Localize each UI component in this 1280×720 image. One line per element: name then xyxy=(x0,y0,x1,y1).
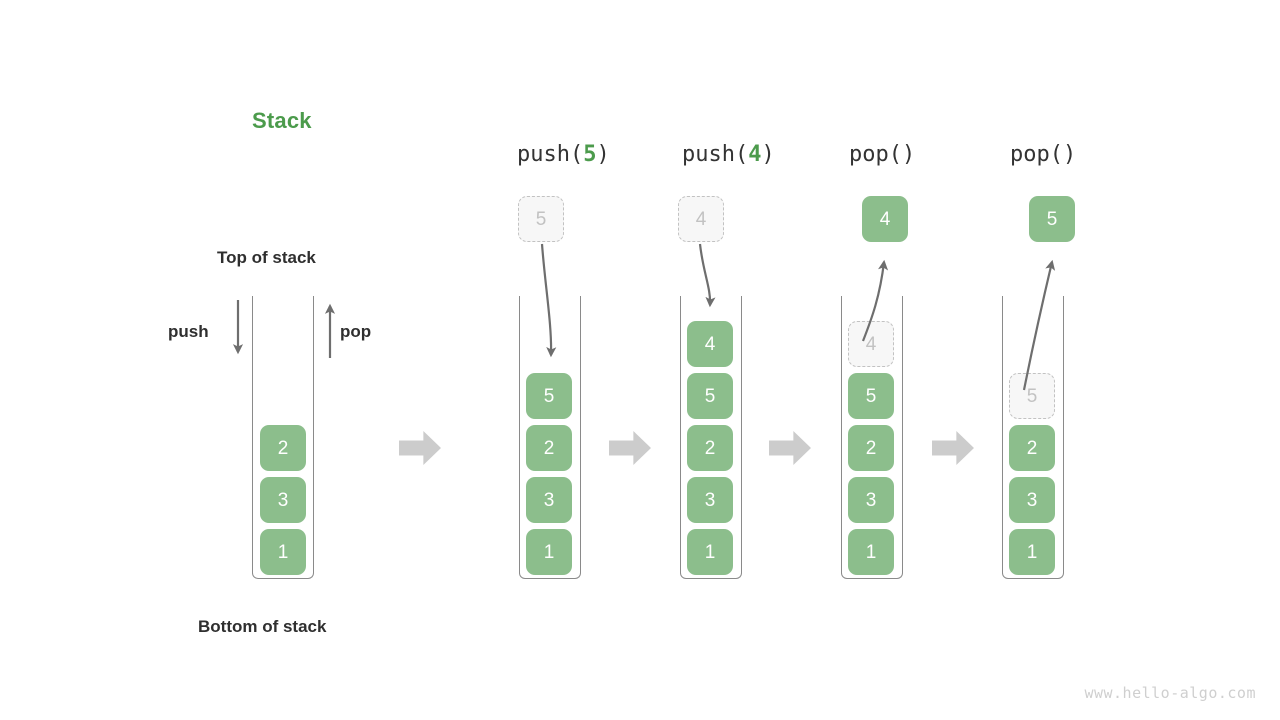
stack-cell: 5 xyxy=(1009,373,1055,419)
header-push-4: push(4) xyxy=(682,142,775,167)
header-fn-close: ) xyxy=(596,142,610,167)
arrow-right-block-icon xyxy=(609,431,651,465)
stack-cell: 1 xyxy=(1009,529,1055,575)
stack-cell: 2 xyxy=(526,425,572,471)
push-label: push xyxy=(168,322,209,341)
stack-cell: 5 xyxy=(687,373,733,419)
stack-cell: 2 xyxy=(848,425,894,471)
header-pop-1: pop() xyxy=(849,142,915,167)
header-fn-name: push( xyxy=(682,142,749,167)
floating-element: 5 xyxy=(518,196,564,242)
header-fn-close: ) xyxy=(1062,142,1077,167)
stack-cell: 4 xyxy=(848,321,894,367)
stack-container xyxy=(252,296,314,579)
arrow-right-block-icon xyxy=(399,431,441,465)
stack-container xyxy=(680,296,742,579)
stack-cell: 1 xyxy=(526,529,572,575)
header-fn-name: pop( xyxy=(849,142,902,167)
stack-container xyxy=(519,296,581,579)
header-fn-close: ) xyxy=(761,142,775,167)
floating-element: 4 xyxy=(678,196,724,242)
watermark: www.hello-algo.com xyxy=(1084,684,1256,702)
header-arg: 4 xyxy=(748,142,762,167)
header-arg: 5 xyxy=(583,142,597,167)
stack-cell: 3 xyxy=(848,477,894,523)
stack-cell: 5 xyxy=(526,373,572,419)
stack-cell: 1 xyxy=(687,529,733,575)
stack-cell: 3 xyxy=(687,477,733,523)
pop-label: pop xyxy=(340,322,372,341)
popped-element: 4 xyxy=(862,196,908,242)
stack-cell: 2 xyxy=(687,425,733,471)
stack-cell: 1 xyxy=(848,529,894,575)
stack-cell: 4 xyxy=(687,321,733,367)
arrow-right-block-icon xyxy=(769,431,811,465)
stack-cell: 2 xyxy=(1009,425,1055,471)
popped-element: 5 xyxy=(1029,196,1075,242)
header-fn-close: ) xyxy=(901,142,916,167)
top-of-stack-label: Top of stack xyxy=(217,248,316,267)
stack-cell: 3 xyxy=(1009,477,1055,523)
stack-cell: 3 xyxy=(526,477,572,523)
arrow-right-block-icon xyxy=(932,431,974,465)
header-push-5: push(5) xyxy=(517,142,610,167)
bottom-of-stack-label: Bottom of stack xyxy=(198,617,327,636)
page-title: Stack xyxy=(252,108,312,133)
stack-cell: 1 xyxy=(260,529,306,575)
stack-container xyxy=(1002,296,1064,579)
header-fn-name: pop( xyxy=(1010,142,1063,167)
header-fn-name: push( xyxy=(517,142,584,167)
stack-container xyxy=(841,296,903,579)
stack-cell: 2 xyxy=(260,425,306,471)
stack-cell: 3 xyxy=(260,477,306,523)
header-pop-2: pop() xyxy=(1010,142,1076,167)
stack-cell: 5 xyxy=(848,373,894,419)
